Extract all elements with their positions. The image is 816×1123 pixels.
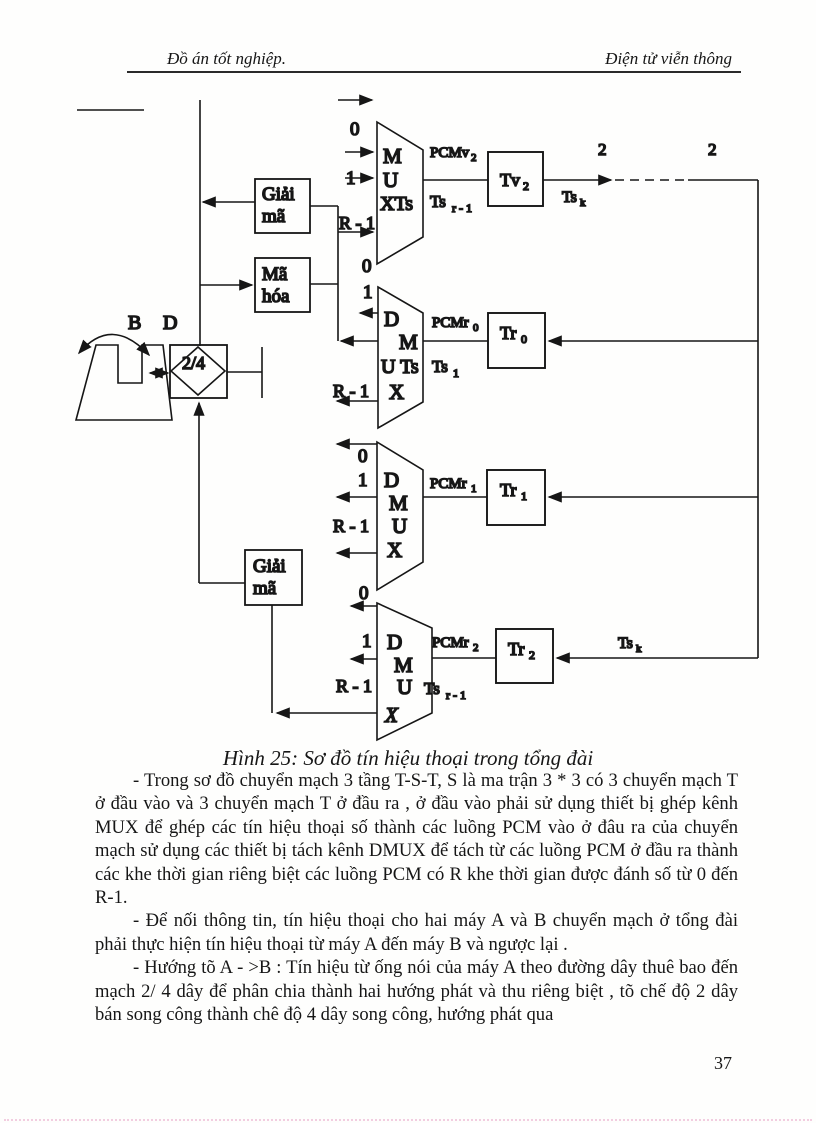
ma-hoa-label: hóa <box>262 286 290 307</box>
mux1-letter: M <box>383 144 402 168</box>
dmux2-letter: X <box>389 380 404 404</box>
dmux3-input-1: 1 <box>358 470 368 491</box>
phone-label-b: B <box>128 312 141 334</box>
hybrid-diamond <box>169 345 227 397</box>
mux1-input-r1: R - 1 <box>339 213 375 233</box>
dmux2-letter: D <box>384 307 399 331</box>
dmux3-letter: M <box>389 491 408 515</box>
tr0-label: Tr <box>500 323 516 343</box>
tv2-box <box>487 151 544 207</box>
mux1-letter: U <box>383 168 398 192</box>
ma-hoa-label: Mã <box>262 264 288 285</box>
dmux2-letter: M <box>399 330 418 354</box>
dmux3-letter: D <box>384 468 399 492</box>
tsr1-bottom-sub: r - 1 <box>446 688 466 702</box>
tr1-label: Tr <box>500 480 516 500</box>
dmux4-trapezoid <box>376 601 433 742</box>
pcmv2-label: PCMv <box>430 145 470 161</box>
bottom-dotted-rule <box>4 1119 812 1121</box>
pcmv2-sub: 2 <box>471 152 477 164</box>
handset-arc <box>77 333 151 357</box>
pcmr1-sub: 1 <box>471 483 477 495</box>
dmux4-letter: D <box>387 630 402 654</box>
pcmr2-label: PCMr <box>432 635 469 651</box>
dmux3-input-r1: R - 1 <box>333 516 369 536</box>
tv2-label: Tv <box>500 170 520 190</box>
giai-ma-2-label: mã <box>253 578 277 599</box>
dmux3-letter: U <box>392 514 407 538</box>
tsk-top-label: Ts <box>562 189 577 206</box>
dmux4-letter: U <box>397 675 412 699</box>
dmux2-letter: U Ts <box>381 356 419 378</box>
page-number: 37 <box>714 1053 732 1073</box>
dmux4-input-1: 1 <box>362 631 372 652</box>
header-left: Đồ án tốt nghiệp. <box>167 49 286 68</box>
pcmr1-label: PCMr <box>430 476 467 492</box>
ma-hoa-box <box>254 257 311 313</box>
body-text: - Trong sơ đồ chuyển mạch 3 tầng T-S-T, … <box>95 769 738 1026</box>
label-2-left: 2 <box>598 140 607 159</box>
tr0-box <box>487 312 546 369</box>
paragraph: - Hướng tõ A - >B : Tín hiệu từ ống nói … <box>95 957 738 1026</box>
mux1-input-1: 1 <box>346 168 356 189</box>
tr0-sub: 0 <box>521 332 527 346</box>
paragraph: - Để nối thông tin, tín hiệu thoại cho h… <box>95 910 738 955</box>
tsk-bottom-sub: k <box>636 643 642 655</box>
tsr1-label: Ts <box>430 192 446 211</box>
tsk-bottom-label: Ts <box>618 635 633 652</box>
hybrid-label: 2/4 <box>182 353 205 373</box>
dmux2-input-0: 0 <box>362 256 372 277</box>
ts1-label: Ts <box>432 357 448 376</box>
giai-ma-1-label: mã <box>262 206 286 227</box>
giai-ma-2-label: Giải <box>253 556 286 577</box>
pcmr0-label: PCMr <box>432 315 469 331</box>
giai-ma-1-label: Giải <box>262 184 295 205</box>
phone-label-d: D <box>163 312 177 334</box>
tr2-label: Tr <box>508 639 524 659</box>
figure-caption: Hình 25: Sơ đồ tín hiệu thoại trong tổng… <box>222 746 594 770</box>
tsr1-sub: r - 1 <box>452 201 472 215</box>
dmux2-trapezoid <box>377 285 424 430</box>
tr2-sub: 2 <box>529 648 535 662</box>
pcmr0-sub: 0 <box>473 322 479 334</box>
tsk-top-sub: k <box>580 197 586 209</box>
header-rule <box>127 71 741 73</box>
tr2-box <box>495 628 554 684</box>
dmux2-input-1: 1 <box>363 282 373 303</box>
tsr1-bottom-label: Ts <box>424 679 440 698</box>
dmux4-letter: M <box>394 653 413 677</box>
ts1-sub: 1 <box>453 366 459 380</box>
dmux4-input-0: 0 <box>359 583 369 604</box>
dmux3-input-0: 0 <box>358 446 368 467</box>
tr1-sub: 1 <box>521 489 527 503</box>
dmux3-letter: X <box>387 538 402 562</box>
mux1-input-0: 0 <box>350 119 360 140</box>
dmux4-letter: X <box>384 703 399 727</box>
mux1-trapezoid <box>376 120 424 266</box>
dmux4-input-r1: R - 1 <box>336 676 372 696</box>
pcmr2-sub: 2 <box>473 642 479 654</box>
dmux2-input-r1: R - 1 <box>333 381 369 401</box>
label-2-right: 2 <box>708 140 717 159</box>
telephone-icon <box>74 344 173 421</box>
header-right: Điện tử viễn thông <box>605 49 732 68</box>
giai-ma-2-box <box>244 549 303 606</box>
tr1-box <box>486 469 546 526</box>
dmux3-trapezoid <box>376 440 424 592</box>
paragraph: - Trong sơ đồ chuyển mạch 3 tầng T-S-T, … <box>95 770 738 909</box>
mux1-letter: XTs <box>380 193 413 215</box>
tv2-sub: 2 <box>523 179 529 193</box>
